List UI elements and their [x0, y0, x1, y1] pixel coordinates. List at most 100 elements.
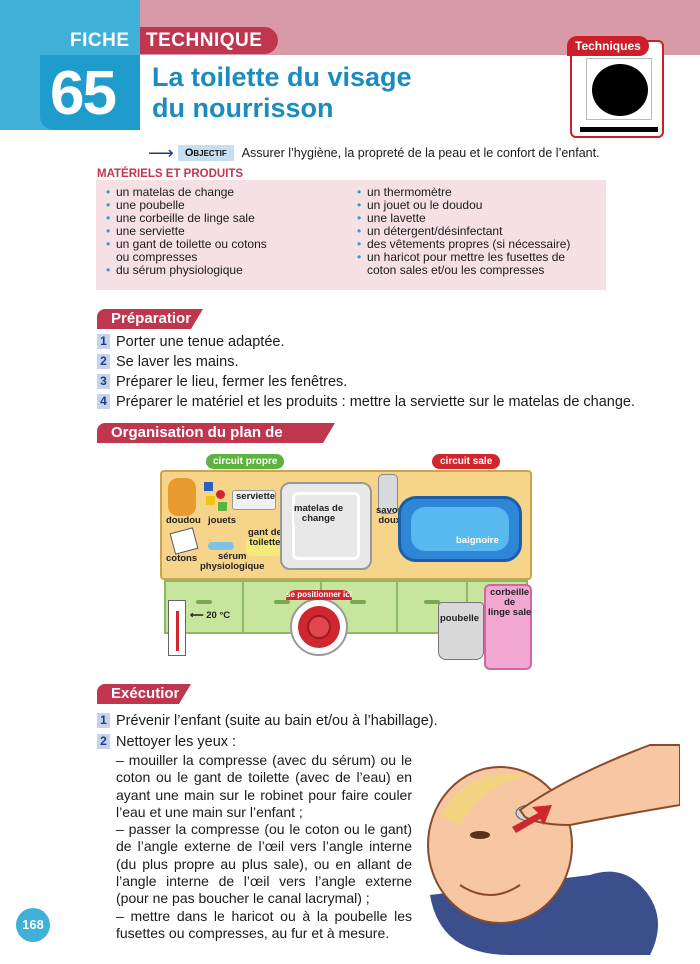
step-text: Préparer le lieu, fermer les fenêtres. — [116, 374, 348, 390]
bullet-icon: • — [106, 237, 111, 251]
serviette-label: serviette — [236, 491, 276, 502]
bullet-icon: • — [357, 198, 362, 212]
target-ring — [298, 606, 340, 648]
work-plan-diagram: circuit propre circuit sale doudou jouet… — [160, 454, 538, 682]
step-number: 3 — [97, 374, 110, 389]
drawer-handle — [424, 600, 440, 604]
detail-paragraph: – passer la compresse (ou le coton ou le… — [116, 821, 412, 907]
list-item: •une serviette — [106, 224, 185, 238]
bullet-icon: • — [357, 250, 362, 264]
title-line-1: La toilette du visage — [152, 62, 412, 92]
step-text: Se laver les mains. — [116, 354, 239, 370]
preparation-step: 4 Préparer le matériel et les produits : … — [97, 394, 635, 410]
bullet-icon: • — [357, 185, 362, 199]
washcloth-icon — [246, 538, 282, 556]
list-item: •du sérum physiologique — [106, 263, 243, 277]
list-item: •une lavette — [357, 211, 426, 225]
cotons-label: cotons — [166, 553, 198, 564]
techniques-badge: Techniques — [567, 36, 664, 138]
towel-icon — [232, 490, 276, 510]
serum-dose-icon — [208, 542, 234, 550]
list-item: •un matelas de change — [106, 185, 235, 199]
bullet-icon: • — [106, 224, 111, 238]
number-box — [40, 55, 140, 130]
detail-paragraph: – mettre dans le haricot ou à la poubell… — [116, 907, 412, 941]
step-text: Préparer le matériel et les produits : m… — [116, 394, 636, 410]
bullet-icon: • — [106, 211, 111, 225]
fiche-label: FICHE — [70, 30, 130, 51]
materials-box — [96, 180, 606, 290]
baby-face-cleaning-illustration — [427, 744, 680, 955]
position-label: se positionner ici — [286, 590, 352, 600]
drawer-handle — [196, 600, 212, 604]
step-number: 2 — [97, 734, 110, 749]
doudou-label: doudou — [166, 515, 201, 526]
step-number: 1 — [97, 713, 110, 728]
page-title: La toilette du visage du nourrisson — [152, 62, 532, 124]
bathtub-water — [411, 507, 509, 551]
technique-label: TECHNIQUE — [140, 27, 278, 54]
redacted-qr-icon — [592, 64, 648, 116]
teddy-bear-icon — [168, 478, 196, 516]
thermometer-mercury — [176, 611, 179, 651]
title-line-2: du nourrisson — [152, 93, 334, 123]
objective-text: Assurer l’hygiène, la propreté de la pea… — [241, 146, 600, 160]
techniques-badge-label: Techniques — [567, 36, 649, 56]
drawer-handle — [350, 600, 366, 604]
changing-mattress — [280, 482, 372, 570]
materials-column-1: •un matelas de change •une poubelle •une… — [106, 186, 341, 277]
toy-block-icon — [218, 502, 227, 511]
page-number: 168 — [16, 908, 50, 942]
toy-block-icon — [206, 496, 215, 505]
bullet-icon: • — [106, 198, 111, 212]
list-item: •un thermomètre — [357, 185, 452, 199]
circuit-dirty-label: circuit sale — [432, 454, 501, 469]
target-core — [307, 615, 331, 639]
list-item: •un gant de toilette ou cotons — [106, 237, 267, 251]
list-item-continuation: coton sales et/ou les compresses — [367, 263, 545, 277]
bullet-icon: • — [106, 185, 111, 199]
list-item: •une poubelle — [106, 198, 185, 212]
work-plan-heading: Organisation du plan de travail — [97, 423, 335, 461]
soap-bottle-icon — [378, 474, 398, 514]
step-number: 2 — [97, 354, 110, 369]
step-text: Prévenir l’enfant (suite au bain et/ou à… — [116, 713, 438, 729]
objective-tag: Objectif — [177, 145, 234, 161]
toy-block-icon — [204, 482, 213, 491]
poubelle-label: poubelle — [440, 613, 480, 624]
mattress-inner — [292, 492, 360, 560]
list-item: •des vêtements propres (si nécessaire) — [357, 237, 571, 251]
jouets-label: jouets — [208, 515, 236, 526]
step-number: 1 — [97, 334, 110, 349]
execution-step-2-details: – mouiller la compresse (avec du sérum) … — [116, 752, 412, 942]
position-target-icon — [290, 598, 348, 656]
preparation-step: 2 Se laver les mains. — [97, 354, 239, 370]
list-item: •un jouet ou le doudou — [357, 198, 483, 212]
qr-frame — [586, 58, 652, 120]
materials-title: MATÉRIELS ET PRODUITS — [97, 168, 244, 180]
list-item: •un haricot pour mettre les fusettes de — [357, 250, 566, 264]
bullet-icon: • — [357, 237, 362, 251]
cabinet-divider — [242, 582, 244, 632]
execution-step-1: 1 Prévenir l’enfant (suite au bain et/ou … — [97, 713, 438, 729]
cabinet-divider — [396, 582, 398, 632]
redacted-bar — [580, 127, 658, 132]
step-number: 4 — [97, 394, 110, 409]
materials-column-2: •un thermomètre •un jouet ou le doudou •… — [357, 186, 597, 277]
toy-ball-icon — [216, 490, 225, 499]
temperature-label: ⟵ 20 °C — [190, 610, 231, 621]
laundry-basket-icon — [484, 584, 532, 670]
objective-row: ⟶ Objectif Assurer l’hygiène, la propret… — [148, 143, 600, 163]
arrow-right-icon: ⟶ — [148, 143, 174, 163]
preparation-step: 3 Préparer le lieu, fermer les fenêtres. — [97, 374, 347, 390]
list-item-continuation: ou compresses — [116, 250, 198, 264]
trash-bin-icon — [438, 602, 484, 660]
sheet-number: 65 — [50, 59, 117, 128]
baignoire-label: baignoire — [456, 535, 499, 546]
